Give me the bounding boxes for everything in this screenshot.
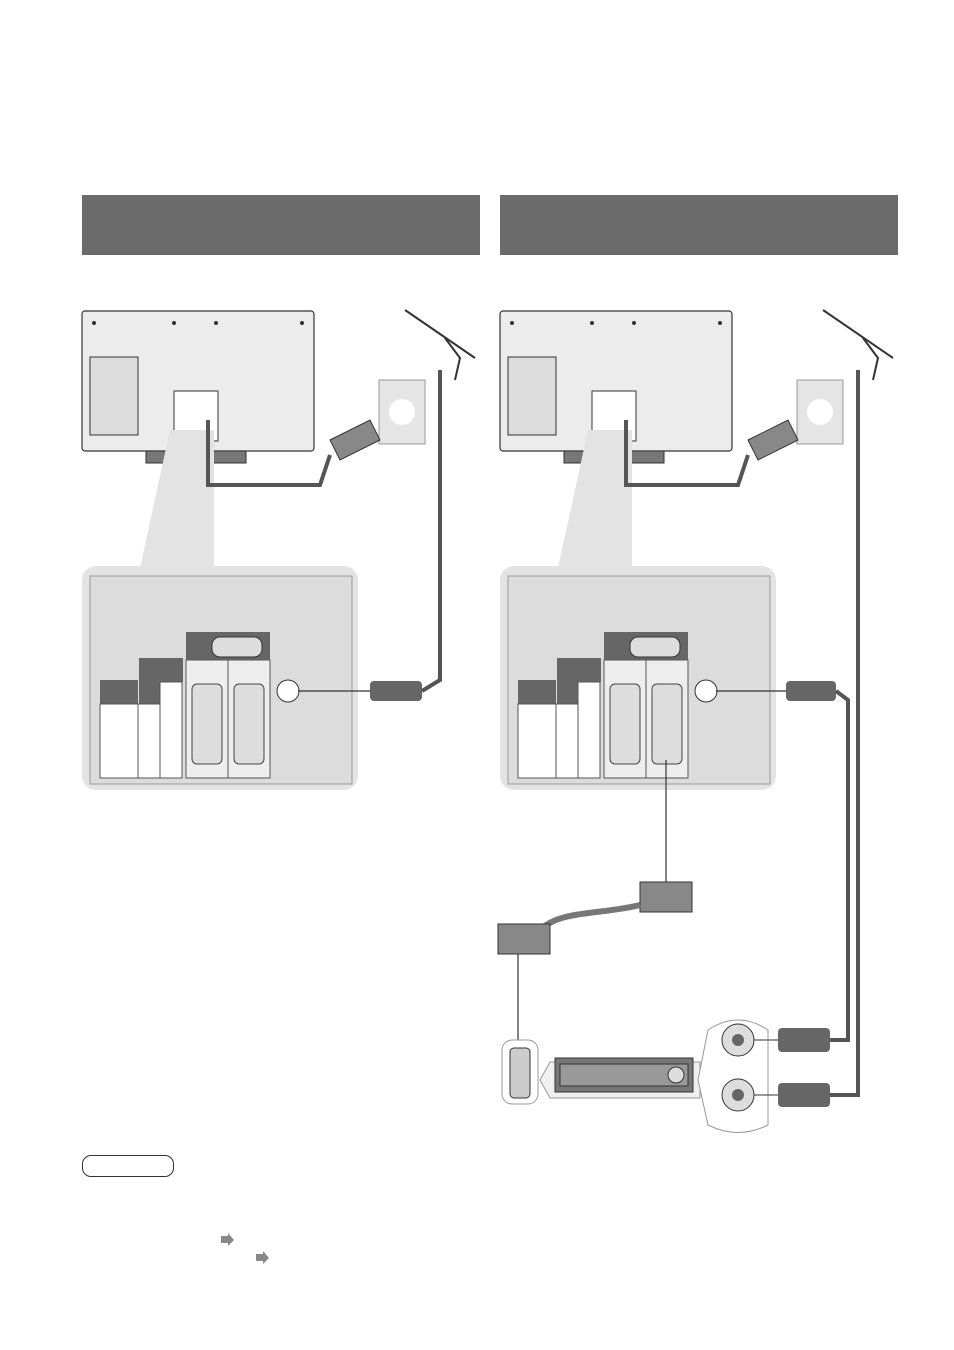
- mains-plug-icon: [747, 419, 799, 461]
- rf-plug-icon: [786, 681, 836, 701]
- connection-panel-right: [499, 565, 777, 791]
- section-header-left: [82, 195, 480, 255]
- rf-plug-icon: [370, 681, 422, 701]
- section-header-right: [500, 195, 898, 255]
- scart-plug-icon: [497, 923, 551, 955]
- mains-socket-icon: [378, 379, 426, 445]
- reference-arrow-icon: [256, 1251, 269, 1264]
- mains-plug-icon: [329, 419, 381, 461]
- aerial-icon: [822, 309, 894, 381]
- reference-arrow-icon: [221, 1233, 234, 1246]
- rf-plug-icon: [778, 1083, 830, 1107]
- scart-plug-icon: [639, 881, 693, 913]
- aerial-icon: [404, 309, 476, 381]
- connection-panel-left: [81, 565, 359, 791]
- rf-plug-icon: [778, 1028, 830, 1052]
- mains-socket-icon: [796, 379, 844, 445]
- note-label-box: [82, 1155, 174, 1177]
